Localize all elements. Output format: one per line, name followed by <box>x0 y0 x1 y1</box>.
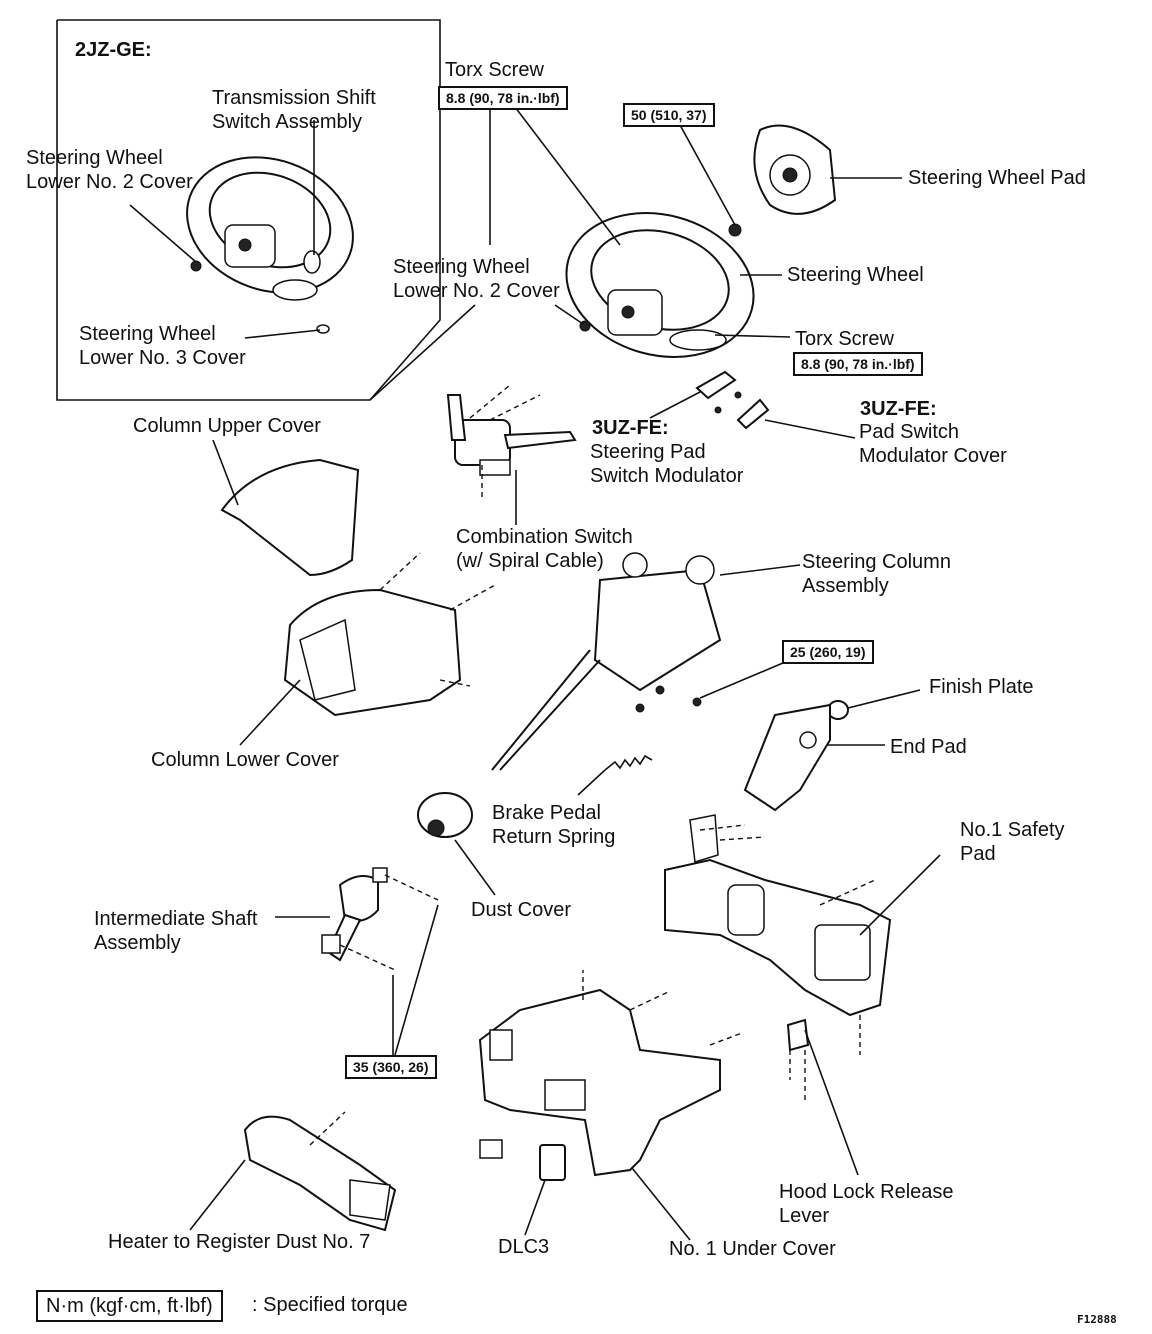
brake-pedal-return-spring-part <box>604 754 653 771</box>
column-lower-cover-label: Column Lower Cover <box>151 749 339 771</box>
transmission-shift-switch-label-line2: Switch Assembly <box>212 111 363 133</box>
steering-column-assembly-label-line2: Assembly <box>802 575 889 597</box>
intermediate-shaft-label-line2: Assembly <box>94 932 181 954</box>
inset-frame <box>56 19 441 401</box>
heater-to-register-dust-part <box>243 1115 397 1232</box>
steering-wheel-pad-part <box>753 124 837 215</box>
end-pad-label: End Pad <box>890 736 967 758</box>
steering-column-part <box>491 552 722 771</box>
pad-switch-modulator-cover-label-line1: Pad Switch <box>859 421 960 443</box>
dlc3-part <box>539 1144 566 1181</box>
pad-switch-modulator-cover-label-line2: Modulator Cover <box>859 445 1007 467</box>
steering-wheel-part <box>565 212 755 358</box>
hood-lock-release-lever-label-line1: Hood Lock Release <box>779 1181 954 1203</box>
hood-lock-release-lever-part <box>786 1018 810 1052</box>
inset-lower-no2-cover-label-line2: Lower No. 2 Cover <box>26 171 193 193</box>
pad-switch-modulator-cover-part <box>736 398 770 430</box>
brake-pedal-return-spring-label-line1: Brake Pedal <box>492 802 601 824</box>
steering-pad-switch-modulator-label-line1: Steering Pad <box>590 441 706 463</box>
inset-lower-no2-cover-label-line1: Steering Wheel <box>26 147 163 169</box>
steering-wheel-nut <box>728 223 742 237</box>
torx-screw-right-label: Torx Screw <box>795 328 894 350</box>
lower-no2-cover-label-line2: Lower No. 2 Cover <box>393 280 560 302</box>
steering-wheel-label: Steering Wheel <box>787 264 924 286</box>
inset-no3-cover-part <box>316 324 330 334</box>
column-upper-cover-part <box>220 458 360 577</box>
no1-safety-pad-label-line2: Pad <box>960 843 996 865</box>
brake-pedal-return-spring-label-line2: Return Spring <box>492 826 616 848</box>
finish-plate-label: Finish Plate <box>929 676 1034 698</box>
dlc3-label: DLC3 <box>498 1236 550 1258</box>
modulator-engine-tag: 3UZ-FE: <box>592 417 669 439</box>
torque-box-steering-wheel-nut: 50 (510, 37) <box>623 103 715 127</box>
steering-column-assembly-label-line1: Steering Column <box>802 551 951 573</box>
heater-to-register-dust-label: Heater to Register Dust No. 7 <box>108 1231 371 1253</box>
steering-wheel-pad-label: Steering Wheel Pad <box>908 167 1086 189</box>
intermediate-shaft-part <box>321 867 388 962</box>
torque-legend-box: N·m (kgf·cm, ft·lbf) <box>36 1290 223 1322</box>
end-pad-part <box>743 703 831 812</box>
modulator-cover-engine-tag: 3UZ-FE: <box>860 398 937 420</box>
torque-box-torx-top: 8.8 (90, 78 in.·lbf) <box>438 86 568 110</box>
figure-id: F12888 <box>1077 1313 1117 1326</box>
combination-switch-label-line2: (w/ Spiral Cable) <box>456 550 604 572</box>
hood-lock-release-lever-label-line2: Lever <box>779 1205 830 1227</box>
torque-box-intermediate-shaft: 35 (360, 26) <box>345 1055 437 1079</box>
inset-title: 2JZ-GE: <box>75 39 152 61</box>
inset-lower-no3-cover-label-line1: Steering Wheel <box>79 323 216 345</box>
dust-cover-label: Dust Cover <box>471 899 572 921</box>
no1-safety-pad-label-line1: No.1 Safety <box>960 819 1065 841</box>
inset-lower-no3-cover-label-line2: Lower No. 3 Cover <box>79 347 246 369</box>
column-upper-cover-label: Column Upper Cover <box>133 415 321 437</box>
torque-box-column-nut: 25 (260, 19) <box>782 640 874 664</box>
steering-pad-switch-modulator-part <box>695 370 737 400</box>
transmission-shift-switch-label-line1: Transmission Shift <box>212 87 376 109</box>
torque-legend-description: : Specified torque <box>252 1294 408 1316</box>
inset-steering-wheel <box>186 156 354 301</box>
inset-no2-cover-screw <box>190 260 202 272</box>
torque-box-torx-right: 8.8 (90, 78 in.·lbf) <box>793 352 923 376</box>
combination-switch-label-line1: Combination Switch <box>456 526 633 548</box>
no1-under-cover-part <box>478 988 721 1177</box>
no1-under-cover-label: No. 1 Under Cover <box>669 1238 836 1260</box>
torx-screw-top-label: Torx Screw <box>445 59 544 81</box>
lower-no2-cover-label-line1: Steering Wheel <box>393 256 530 278</box>
no1-safety-pad-part <box>664 814 892 1017</box>
dust-cover-part <box>417 792 473 838</box>
steering-pad-switch-modulator-label-line2: Switch Modulator <box>590 465 744 487</box>
intermediate-shaft-label-line1: Intermediate Shaft <box>94 908 258 930</box>
combination-switch-part <box>446 394 577 476</box>
